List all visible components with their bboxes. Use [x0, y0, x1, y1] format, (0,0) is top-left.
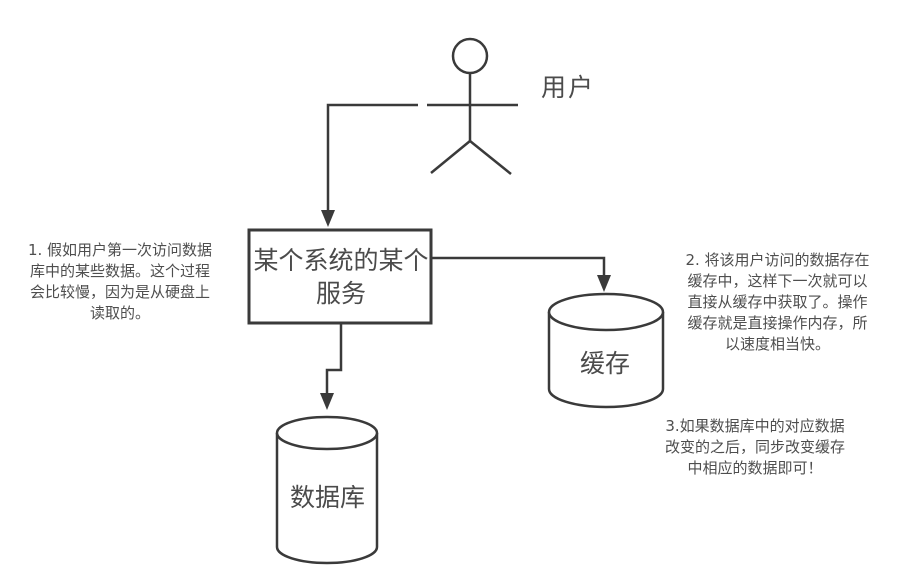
note-step-3-line-3: 中相应的数据即可！ — [687, 459, 823, 477]
note-step-1: 1. 假如用户第一次访问数据 库中的某些数据。这个过程 会比较慢，因为是从硬盘上… — [0, 240, 240, 324]
note-step-2-line-5: 以速度相当快。 — [724, 335, 830, 353]
note-step-3: 3.如果数据库中的对应数据 改变的之后，同步改变缓存 中相应的数据即可！ — [616, 416, 894, 479]
note-step-1-line-2: 库中的某些数据。这个过程 — [29, 262, 210, 280]
connector-user-to-service — [321, 103, 418, 227]
connector-service-to-cache — [431, 256, 611, 292]
note-step-2: 2. 将该用户访问的数据存在 缓存中，这样下一次就可以 直接从缓存中获取了。操作… — [652, 250, 903, 355]
note-step-3-line-1: 3.如果数据库中的对应数据 — [665, 417, 845, 435]
connector-user-to-service-line — [326, 103, 418, 211]
database-label: 数据库 — [289, 483, 365, 512]
database-cylinder-body — [275, 433, 379, 565]
connector-service-to-database — [320, 323, 343, 410]
service-box — [247, 228, 433, 325]
service-box-label-line-2: 服务 — [315, 278, 366, 308]
user-leg-right — [469, 140, 512, 175]
cache-cylinder-top — [547, 292, 665, 332]
connector-service-to-cache-arrowhead — [597, 275, 611, 292]
note-step-1-line-1: 1. 假如用户第一次访问数据 — [27, 241, 213, 259]
note-step-2-line-3: 直接从缓存中获取了。操作 — [687, 293, 868, 311]
note-step-2-line-2: 缓存中，这样下一次就可以 — [687, 272, 868, 290]
connector-service-to-database-arrowhead — [320, 393, 334, 410]
cache-cylinder-body — [547, 312, 665, 409]
note-step-1-line-3: 会比较慢，因为是从硬盘上 — [29, 283, 210, 301]
note-step-3-line-2: 改变的之后，同步改变缓存 — [664, 438, 845, 456]
connector-service-to-database-line — [325, 323, 343, 394]
user-label: 用户 — [541, 73, 596, 102]
cache-cylinder — [547, 292, 665, 409]
service-box-label-line-1: 某个系统的某个 — [253, 245, 429, 275]
database-cylinder — [275, 415, 379, 565]
service-box-label: 某个系统的某个 服务 — [251, 231, 431, 322]
note-step-2-line-4: 缓存就是直接操作内存，所 — [687, 314, 868, 332]
user-head — [451, 37, 489, 75]
cache-label: 缓存 — [579, 348, 630, 378]
connector-user-to-service-arrowhead — [321, 210, 335, 227]
note-step-2-line-1: 2. 将该用户访问的数据存在 — [685, 251, 870, 269]
note-step-1-line-4: 读取的。 — [89, 304, 150, 322]
user-stick-figure — [427, 37, 518, 175]
database-cylinder-top — [275, 415, 379, 451]
connector-service-to-cache-line — [431, 256, 606, 276]
user-leg-left — [430, 140, 471, 174]
